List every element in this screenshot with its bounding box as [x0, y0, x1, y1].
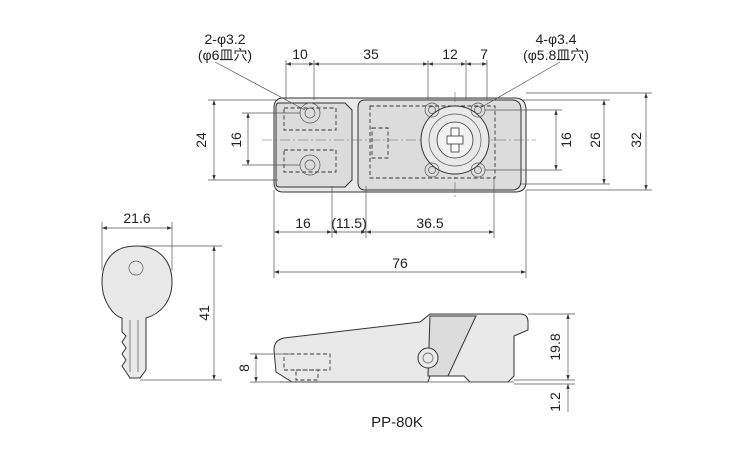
- mount-hole-right-1: [424, 102, 440, 118]
- side-view: 8 19.8 1.2: [236, 313, 575, 412]
- label-top-7: 7: [480, 46, 488, 62]
- label-holes-left-note: (φ6皿穴): [198, 47, 252, 63]
- side-view-body: [273, 313, 529, 383]
- drawing-caption: PP-80K: [371, 414, 423, 431]
- hidden-notch: [371, 127, 389, 159]
- label-top-12: 12: [442, 46, 458, 62]
- key-body: [101, 245, 173, 379]
- key-ring-hole: [128, 260, 144, 276]
- label-left-24: 24: [193, 132, 209, 148]
- mount-hole-right-3: [424, 162, 440, 178]
- leader-left-holes: [214, 61, 306, 111]
- hidden-slot-lower: [283, 149, 337, 173]
- hidden-cavity: [369, 105, 496, 179]
- side-hidden-notch: [295, 369, 319, 381]
- label-side-1-2: 1.2: [547, 392, 563, 412]
- label-right-32: 32: [628, 132, 644, 148]
- side-hidden-slot: [283, 353, 331, 371]
- label-holes-right-note: (φ5.8皿穴): [523, 47, 589, 63]
- label-bottom-11-5: (11.5): [331, 215, 367, 231]
- label-side-8: 8: [236, 364, 252, 372]
- label-bottom-16: 16: [295, 215, 311, 231]
- side-view-pivot: [417, 347, 439, 369]
- leader-right-holes: [479, 61, 561, 109]
- lock-cylinder: [420, 105, 490, 175]
- label-key-height: 41: [196, 305, 212, 321]
- label-bottom-36-5: 36.5: [416, 215, 443, 231]
- label-top-10: 10: [292, 46, 308, 62]
- label-side-19-8: 19.8: [547, 333, 563, 360]
- label-holes-left: 2-φ3.2: [205, 31, 246, 47]
- label-right-26: 26: [587, 132, 603, 148]
- label-left-16: 16: [228, 132, 244, 148]
- label-right-16: 16: [558, 132, 574, 148]
- label-key-width: 21.6: [123, 210, 150, 226]
- top-view-base-plate: [275, 102, 353, 188]
- top-view: 2-φ3.2 (φ6皿穴) 4-φ3.4 (φ5.8皿穴) 10 35 12 7…: [193, 31, 652, 278]
- label-overall-76: 76: [392, 255, 408, 271]
- label-top-35: 35: [363, 46, 379, 62]
- label-holes-right: 4-φ3.4: [536, 31, 577, 47]
- key-view: 21.6 41: [101, 210, 222, 381]
